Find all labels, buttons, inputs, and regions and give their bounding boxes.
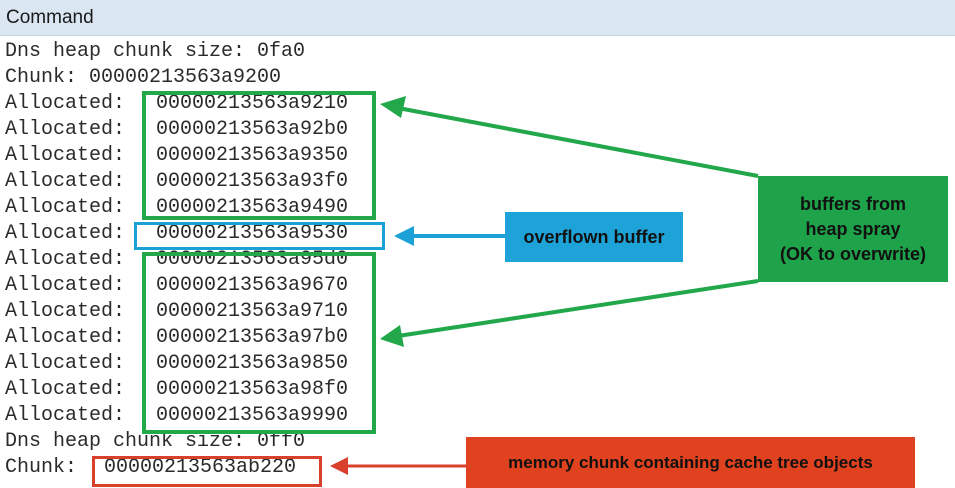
address-value: 00000213563a9990 (156, 404, 349, 427)
overflown-arrow (394, 226, 505, 246)
console-line: Allocated: 00000213563a9710 (5, 299, 348, 325)
console-label: Chunk: (5, 456, 78, 479)
console-label: Allocated: (5, 222, 126, 245)
arrowhead-icon (394, 226, 414, 246)
arrowhead-icon (380, 325, 404, 347)
heap-spray-arrow-top (397, 106, 759, 178)
cache-tree-label-text: memory chunk containing cache tree objec… (508, 452, 873, 472)
cache-tree-arrow (330, 457, 466, 475)
address-value: 00000213563a9850 (156, 352, 349, 375)
console-label: Allocated: (5, 170, 126, 193)
heap-spray-label: buffers from heap spray (OK to overwrite… (758, 176, 948, 282)
console-line: Allocated: 00000213563a92b0 (5, 117, 348, 143)
address-value: 00000213563a93f0 (156, 170, 349, 193)
console-label: Allocated: (5, 326, 126, 349)
address-value: 00000213563a9710 (156, 300, 349, 323)
window-titlebar: Command (0, 0, 955, 36)
console-text: Chunk: 00000213563a9200 (5, 66, 282, 89)
arrowhead-icon (330, 457, 348, 475)
address-value: 00000213563a9670 (156, 274, 349, 297)
console-line: Dns heap chunk size: 0fa0 (5, 39, 305, 65)
address-value: 00000213563a9210 (156, 92, 349, 115)
address-value: 00000213563a9530 (156, 222, 349, 245)
console-line: Allocated: 00000213563a98f0 (5, 377, 348, 403)
arrowhead-icon (380, 96, 406, 118)
console-label: Allocated: (5, 274, 126, 297)
cache-tree-chunk-box (92, 456, 322, 487)
console-label: Allocated: (5, 378, 126, 401)
console-line: Dns heap chunk size: 0ff0 (5, 429, 305, 455)
heap-spray-arrows (380, 96, 759, 347)
console-line: Allocated: 00000213563a9990 (5, 403, 348, 429)
overflown-buffer-label-text: overflown buffer (523, 226, 665, 247)
console-line: Allocated: 00000213563a9850 (5, 351, 348, 377)
console-line: Allocated: 00000213563a9530 (5, 221, 348, 247)
console-label: Allocated: (5, 196, 126, 219)
cache-tree-label: memory chunk containing cache tree objec… (466, 437, 915, 488)
console-label: Allocated: (5, 404, 126, 427)
console-label: Allocated: (5, 118, 126, 141)
heap-spray-label-line2: heap spray (805, 218, 901, 239)
console-line: Allocated: 00000213563a9490 (5, 195, 348, 221)
console-line: Allocated: 00000213563a9670 (5, 273, 348, 299)
heap-spray-box-bottom (142, 252, 376, 434)
console-label: Allocated: (5, 144, 126, 167)
heap-spray-label-line3: (OK to overwrite) (779, 243, 926, 264)
overflown-buffer-box (134, 222, 385, 250)
address-value: 00000213563a9490 (156, 196, 349, 219)
heap-spray-box-top (142, 91, 376, 220)
console-label: Allocated: (5, 248, 126, 271)
address-value: 00000213563a97b0 (156, 326, 349, 349)
heap-spray-arrow-bottom (397, 279, 759, 338)
console-label: Allocated: (5, 352, 126, 375)
console-text: Dns heap chunk size: 0ff0 (5, 430, 306, 453)
console-line: Allocated: 00000213563a93f0 (5, 169, 348, 195)
console-output[interactable]: Dns heap chunk size: 0fa0 Chunk: 0000021… (0, 36, 955, 488)
address-value: 00000213563ab220 (104, 456, 297, 479)
console-label: Allocated: (5, 300, 126, 323)
console-line: Allocated: 00000213563a9350 (5, 143, 348, 169)
console-line: Allocated: 00000213563a9210 (5, 91, 348, 117)
console-label: Allocated: (5, 92, 126, 115)
console-line: Chunk: 00000213563ab220 (5, 455, 296, 481)
overflown-buffer-label: overflown buffer (505, 212, 683, 262)
address-value: 00000213563a9350 (156, 144, 349, 167)
heap-spray-label-line1: buffers from (799, 193, 906, 214)
window-title: Command (6, 7, 94, 28)
console-line: Chunk: 00000213563a9200 (5, 65, 281, 91)
console-line: Allocated: 00000213563a97b0 (5, 325, 348, 351)
address-value: 00000213563a98f0 (156, 378, 349, 401)
console-text: Dns heap chunk size: 0fa0 (5, 40, 306, 63)
address-value: 00000213563a92b0 (156, 118, 349, 141)
